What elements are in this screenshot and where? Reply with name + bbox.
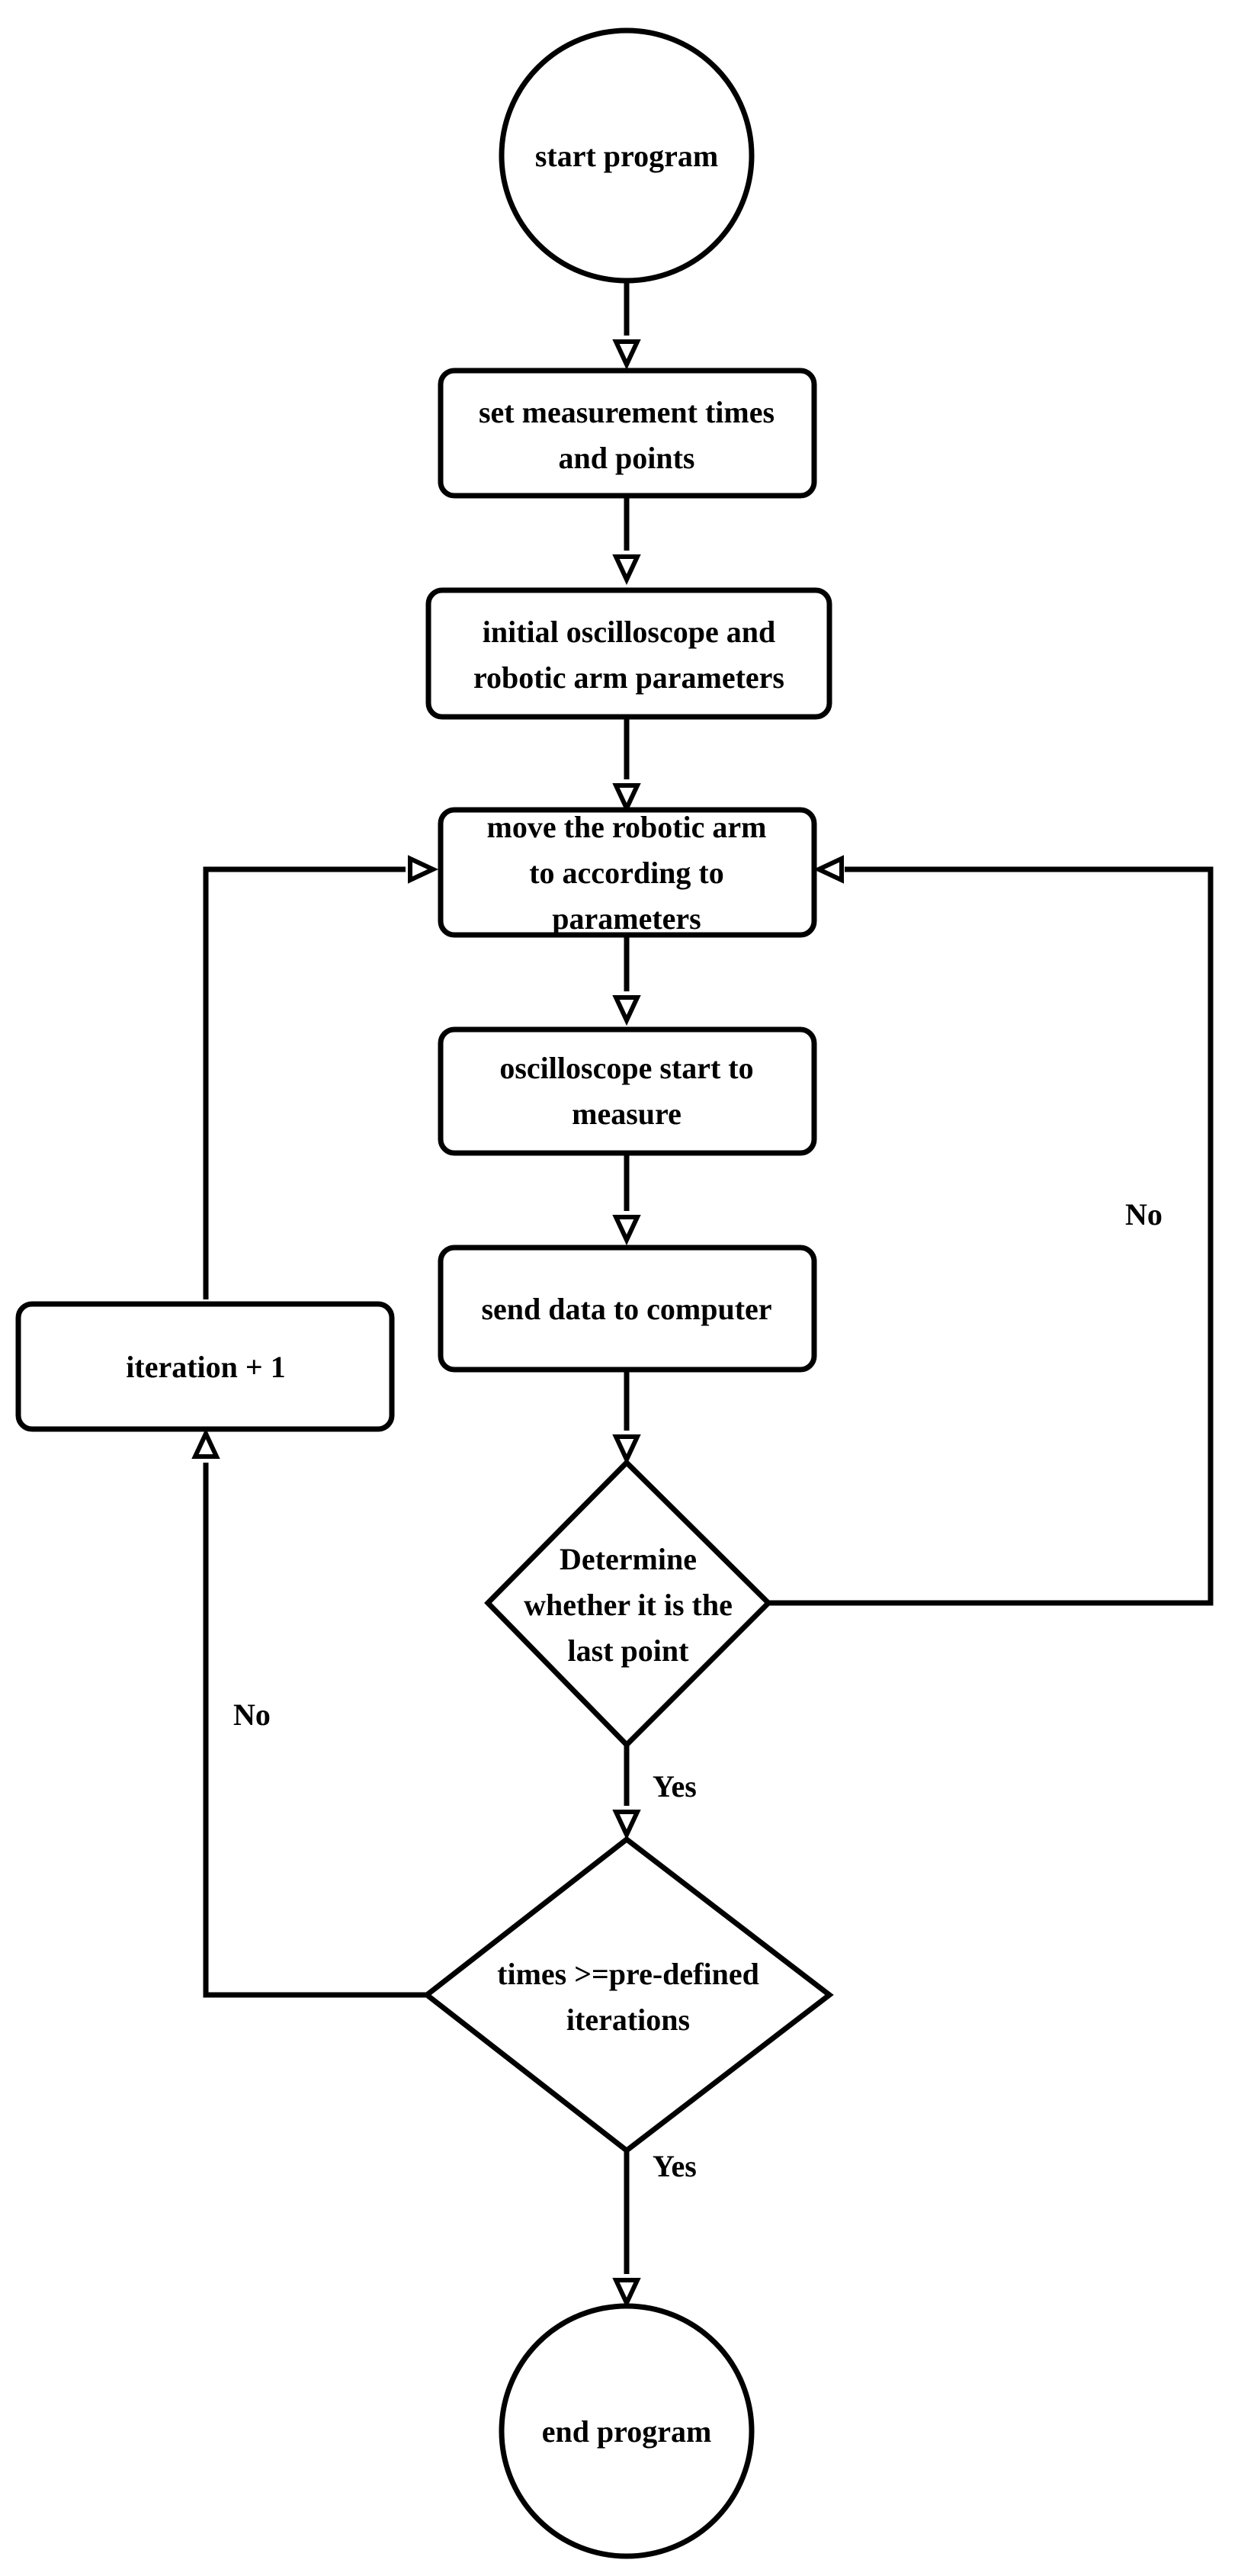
last-point-decision: Determine whether it is the last point	[484, 1459, 772, 1749]
set-measurement-label-line2: and points	[559, 441, 695, 475]
edge-increment-to-move	[203, 866, 406, 1299]
set-measurement-label-line1: set measurement times	[479, 395, 775, 429]
edge-label-yes-lower: Yes	[653, 2149, 697, 2183]
edge-iterations-no-loop	[203, 1463, 427, 1998]
move-arm-node: move the robotic arm to according to par…	[438, 807, 817, 938]
iteration-increment-label: iteration + 1	[126, 1350, 285, 1384]
arrowhead	[612, 1434, 641, 1466]
arrowhead	[612, 1215, 641, 1246]
move-arm-label-line1: move the robotic arm	[487, 810, 767, 844]
arrowhead	[612, 783, 641, 814]
arrowhead	[612, 1810, 641, 1841]
last-point-label-line2: whether it is the	[524, 1588, 733, 1622]
arrowhead	[191, 1428, 220, 1459]
send-data-node: send data to computer	[438, 1245, 817, 1373]
init-params-label-line1: initial oscilloscope and	[483, 615, 776, 649]
arrowhead	[612, 2278, 641, 2309]
move-arm-label-line2: to according to	[529, 856, 724, 890]
last-point-label-line3: last point	[568, 1633, 690, 1668]
init-params-node: initial oscilloscope and robotic arm par…	[425, 587, 832, 720]
measure-label-line1: oscilloscope start to	[499, 1051, 753, 1085]
arrowhead	[612, 995, 641, 1026]
move-arm-label-line3: parameters	[552, 901, 701, 936]
measure-node: oscilloscope start to measure	[438, 1026, 817, 1156]
edge-label-no-right: No	[1125, 1197, 1163, 1232]
edge-decision-no-loop	[768, 866, 1214, 1606]
init-params-label-line2: robotic arm parameters	[473, 660, 784, 695]
arrowhead	[813, 855, 844, 884]
arrowhead	[408, 855, 439, 884]
last-point-label-line1: Determine	[560, 1542, 697, 1576]
edge-label-yes-upper: Yes	[653, 1769, 697, 1804]
start-node-label: start program	[535, 139, 718, 173]
end-node-label: end program	[542, 2414, 712, 2449]
arrowhead	[612, 339, 641, 371]
iterations-label-line2: iterations	[566, 2003, 690, 2037]
send-data-label: send data to computer	[481, 1292, 771, 1326]
end-node: end program	[499, 2303, 755, 2559]
iteration-increment-node: iteration + 1	[15, 1301, 395, 1432]
start-node: start program	[499, 27, 755, 284]
iterations-label-line1: times >=pre-defined	[497, 1957, 759, 1991]
set-measurement-node: set measurement times and points	[438, 368, 817, 499]
iterations-decision: times >=pre-defined iterations	[422, 1836, 834, 2154]
measure-label-line2: measure	[572, 1097, 682, 1131]
arrowhead	[612, 554, 641, 586]
edge-label-no-left: No	[233, 1698, 271, 1732]
